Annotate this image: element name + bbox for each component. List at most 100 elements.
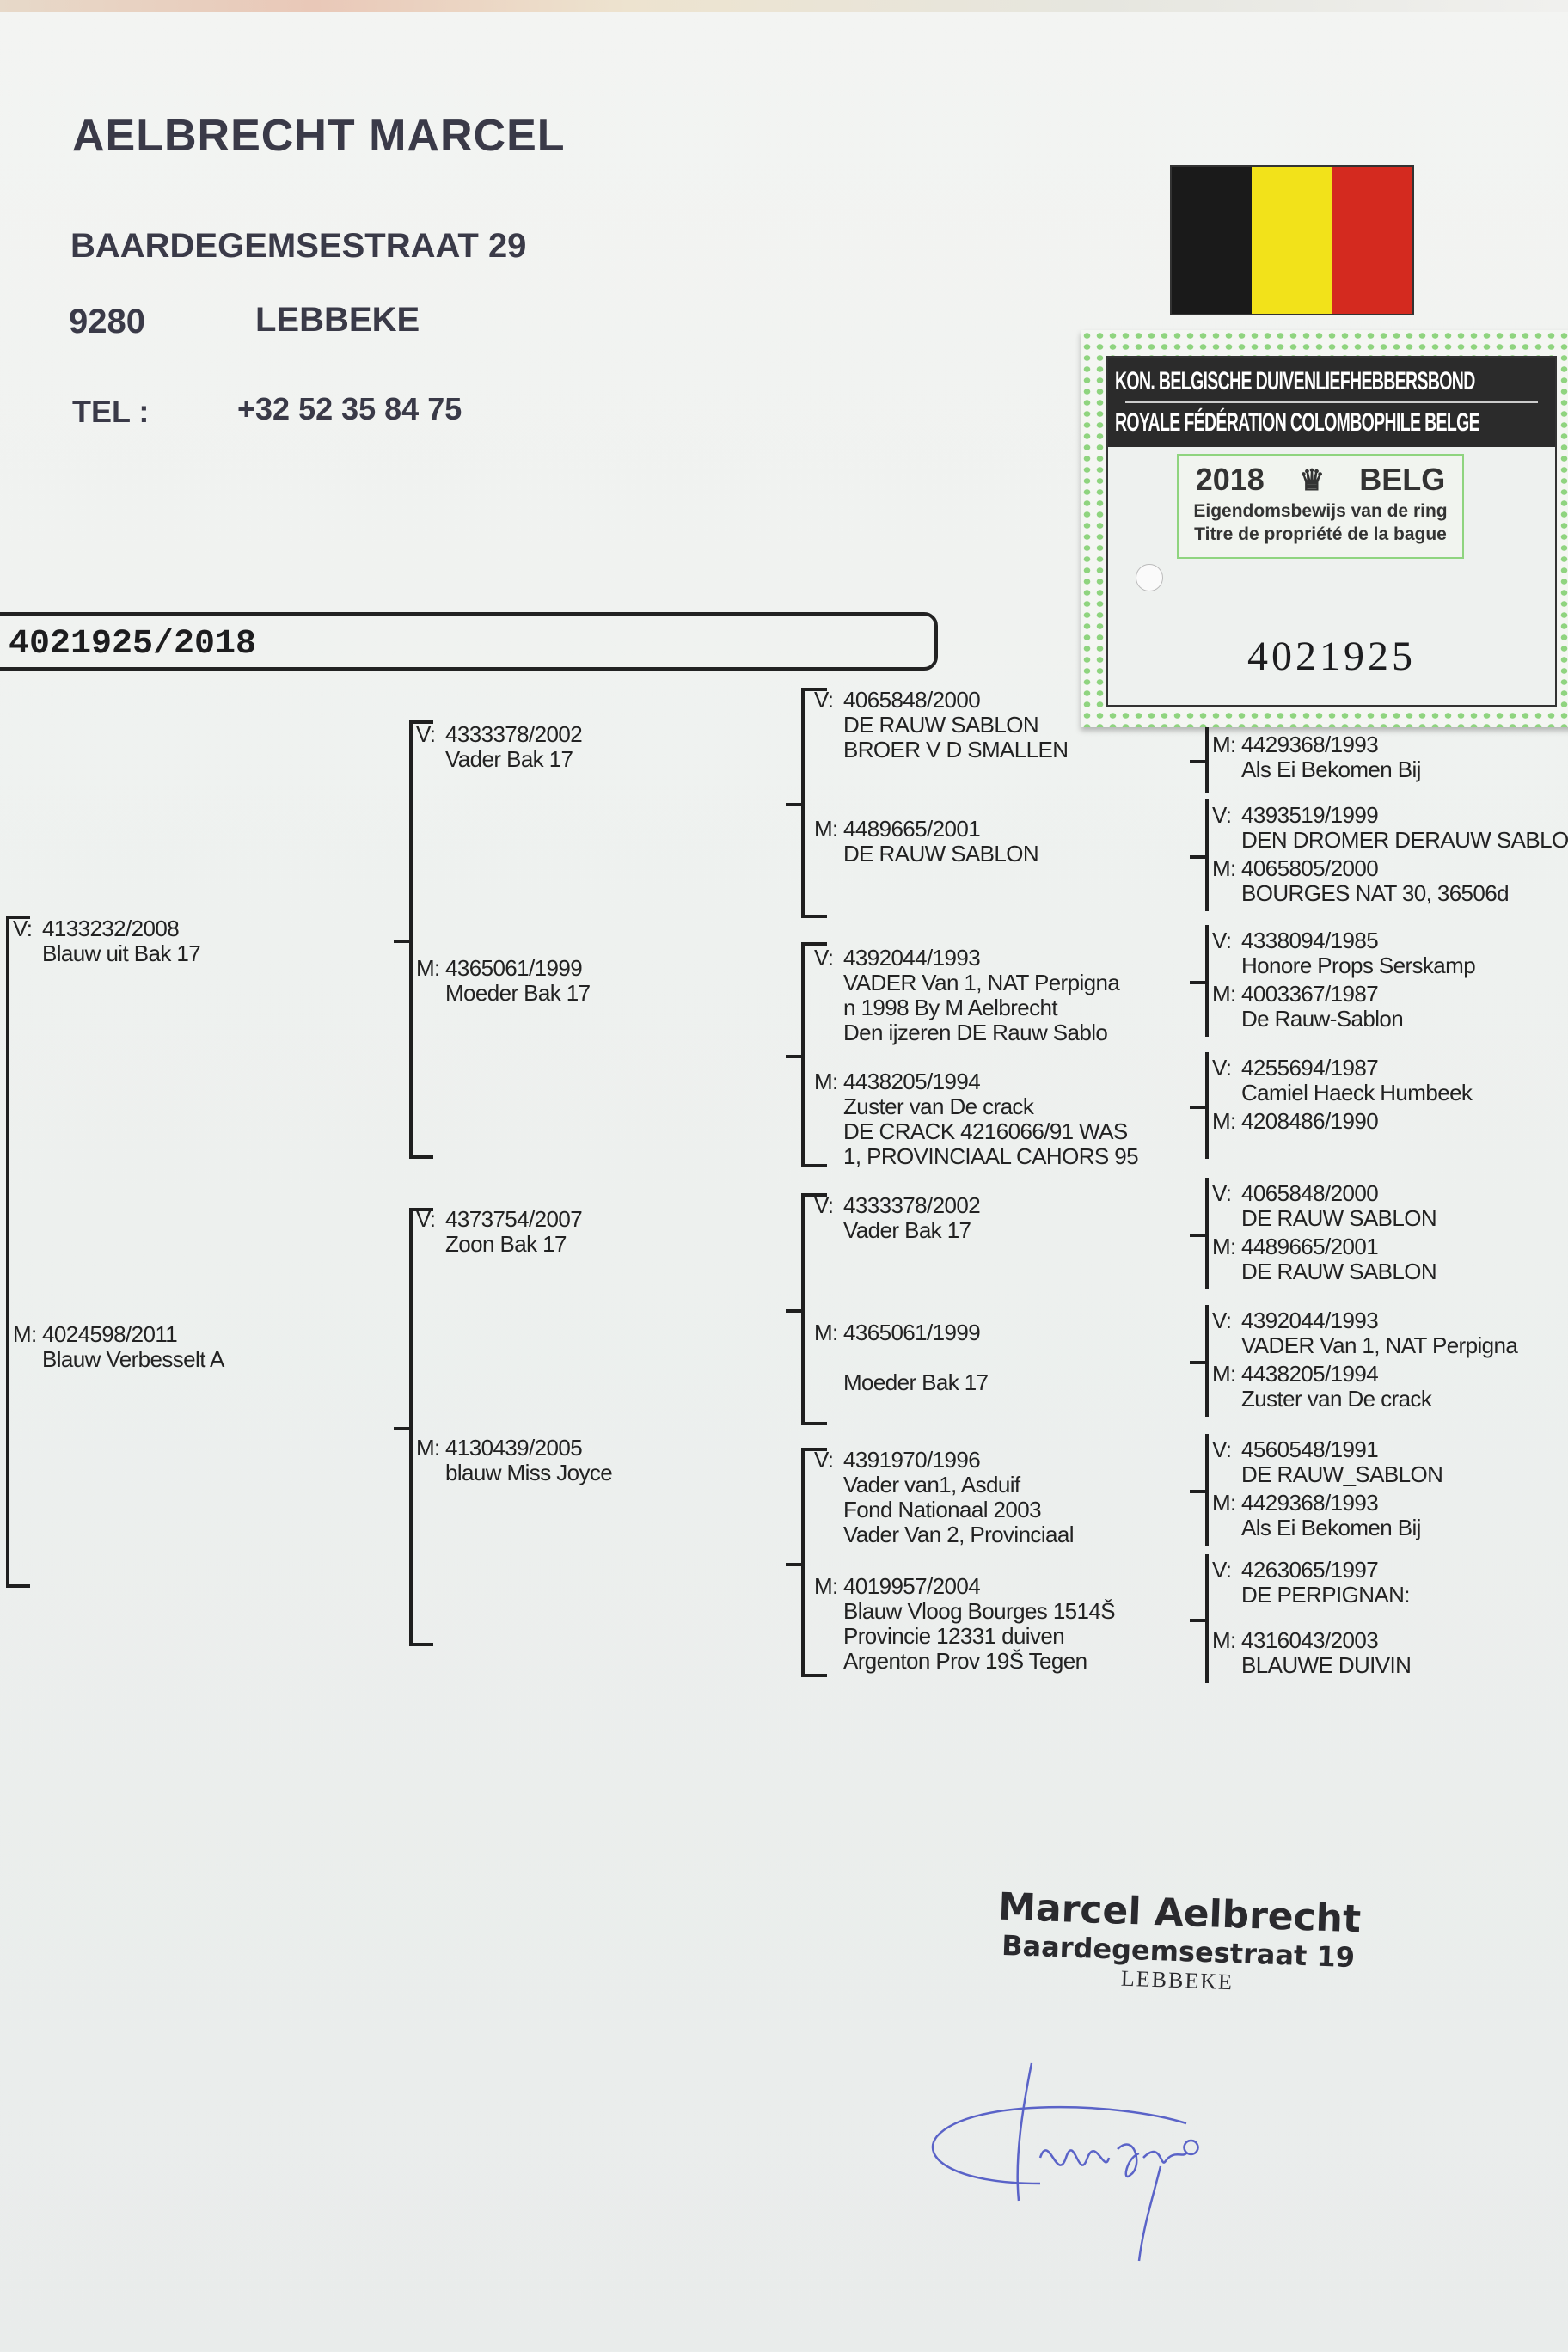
pedigree-note: DE RAUW_SABLON (1241, 1461, 1443, 1487)
pedigree-note: Vader Bak 17 (445, 746, 573, 772)
pedigree-note: BOURGES NAT 30, 36506d (1241, 880, 1510, 906)
card-federation-nl: KON. BELGISCHE DUIVENLIEFHEBBERSBOND (1115, 367, 1475, 395)
card-punch-hole (1136, 564, 1163, 591)
pedigree-bracket-line (801, 1448, 827, 1451)
sire-label: V: (416, 1206, 436, 1232)
pedigree-note: blauw Miss Joyce (445, 1460, 613, 1485)
pedigree-note: VADER Van 1, NAT Perpigna (1241, 1332, 1518, 1358)
ring-number: 4438205/1994 (1241, 1361, 1379, 1387)
paper-edge (0, 0, 1568, 12)
flag-red-stripe (1332, 167, 1412, 314)
ring-number: 4019957/2004 (843, 1573, 981, 1599)
ring-number: 4333378/2002 (843, 1192, 981, 1218)
ring-number: 4393519/1999 (1241, 802, 1379, 828)
ring-number: 4365061/1999 (843, 1320, 981, 1345)
pedigree-bracket-line (801, 688, 827, 691)
pedigree-bracket-line (409, 1208, 433, 1211)
sire-label: V: (1212, 1436, 1232, 1462)
sire-label: V: (814, 1447, 834, 1473)
flag-yellow-stripe (1252, 167, 1332, 314)
pedigree-bracket-line (1190, 855, 1209, 859)
pedigree-note: DE RAUW SABLON (1241, 1205, 1437, 1231)
owner-city: LEBBEKE (255, 301, 420, 339)
owner-street: BAARDEGEMSESTRAAT 29 (70, 227, 527, 265)
pedigree-note: Moeder Bak 17 (445, 980, 591, 1006)
pedigree-bracket-line (6, 916, 9, 1588)
pedigree-bracket-line (6, 916, 30, 919)
handwritten-signature (931, 2062, 1199, 2262)
card-year: 2018 (1195, 462, 1265, 497)
pedigree-note: BLAUWE DUIVIN (1241, 1652, 1412, 1678)
ring-number: 4489665/2001 (1241, 1234, 1379, 1259)
ring-number: 4133232/2008 (42, 916, 180, 941)
sire-label: V: (1212, 928, 1232, 953)
pedigree-note: Den ijzeren DE Rauw Sablo (843, 1020, 1108, 1045)
pedigree-entry: M:4365061/1999 Moeder Bak 17 (814, 1320, 989, 1395)
ring-number: 4065848/2000 (1241, 1180, 1379, 1206)
pedigree-note: 1, PROVINCIAAL CAHORS 95 (843, 1143, 1139, 1169)
ring-number: 4489665/2001 (843, 816, 981, 842)
ring-number: 4391970/1996 (843, 1447, 981, 1473)
pedigree-bracket-line (409, 720, 433, 724)
pedigree-note: Vader van1, Asduif (843, 1472, 1020, 1498)
pedigree-note: Blauw uit Bak 17 (42, 940, 201, 966)
belgian-flag (1170, 165, 1414, 315)
ring-number: 4316043/2003 (1241, 1627, 1379, 1653)
sire-label: V: (1212, 1557, 1232, 1583)
crown-icon: ♛ (1298, 464, 1326, 497)
sire-label: V: (13, 916, 33, 941)
ring-number: 4560548/1991 (1241, 1436, 1379, 1462)
ring-number: 4255694/1987 (1241, 1055, 1379, 1081)
pedigree-bracket-line (786, 1309, 805, 1313)
owner-stamp: Marcel Aelbrecht Baardegemsestraat 19 LE… (995, 1885, 1361, 2000)
sire-label: V: (1212, 1308, 1232, 1333)
pedigree-bracket-line (394, 1427, 413, 1430)
dam-label: M: (13, 1321, 37, 1347)
ring-number: 4365061/1999 (445, 955, 583, 981)
ring-number: 4429368/1993 (1241, 1490, 1379, 1516)
pigeon-ring-number: 4021925/2018 (0, 612, 938, 671)
pedigree-bracket-line (801, 942, 827, 946)
dam-label: M: (1212, 1490, 1236, 1516)
pedigree-bracket-line (801, 1674, 827, 1677)
pedigree-note: DE RAUW SABLON (843, 841, 1039, 867)
pedigree-bracket-line (801, 915, 827, 918)
pedigree-note: Provincie 12331 duiven (843, 1623, 1065, 1649)
card-ring-number: 4021925 (1247, 634, 1416, 679)
ring-ownership-card: KON. BELGISCHE DUIVENLIEFHEBBERSBOND ROY… (1081, 330, 1568, 727)
dam-label: M: (416, 955, 440, 981)
pedigree-note: Als Ei Bekomen Bij (1241, 1515, 1421, 1540)
dam-label: M: (814, 1069, 838, 1094)
pedigree-bracket-line (786, 803, 805, 806)
dam-label: M: (814, 816, 838, 842)
pedigree-bracket-line (1190, 981, 1209, 984)
dam-label: M: (1212, 732, 1236, 757)
pedigree-note: Zuster van De crack (1241, 1386, 1432, 1412)
card-country: BELG (1359, 462, 1446, 497)
ring-number: 4065805/2000 (1241, 855, 1379, 881)
card-text-nl: Eigendomsbewijs van de ring (1193, 501, 1448, 521)
ring-number: 4024598/2011 (42, 1321, 178, 1347)
card-federation-fr: ROYALE FÉDÉRATION COLOMBOPHILE BELGE (1115, 408, 1480, 437)
sire-label: V: (814, 945, 834, 971)
pedigree-entry: M:4208486/1990 (1212, 1109, 1379, 1134)
pedigree-bracket-line (409, 1155, 433, 1159)
sire-label: V: (416, 721, 436, 747)
ring-number: 4130439/2005 (445, 1435, 583, 1461)
